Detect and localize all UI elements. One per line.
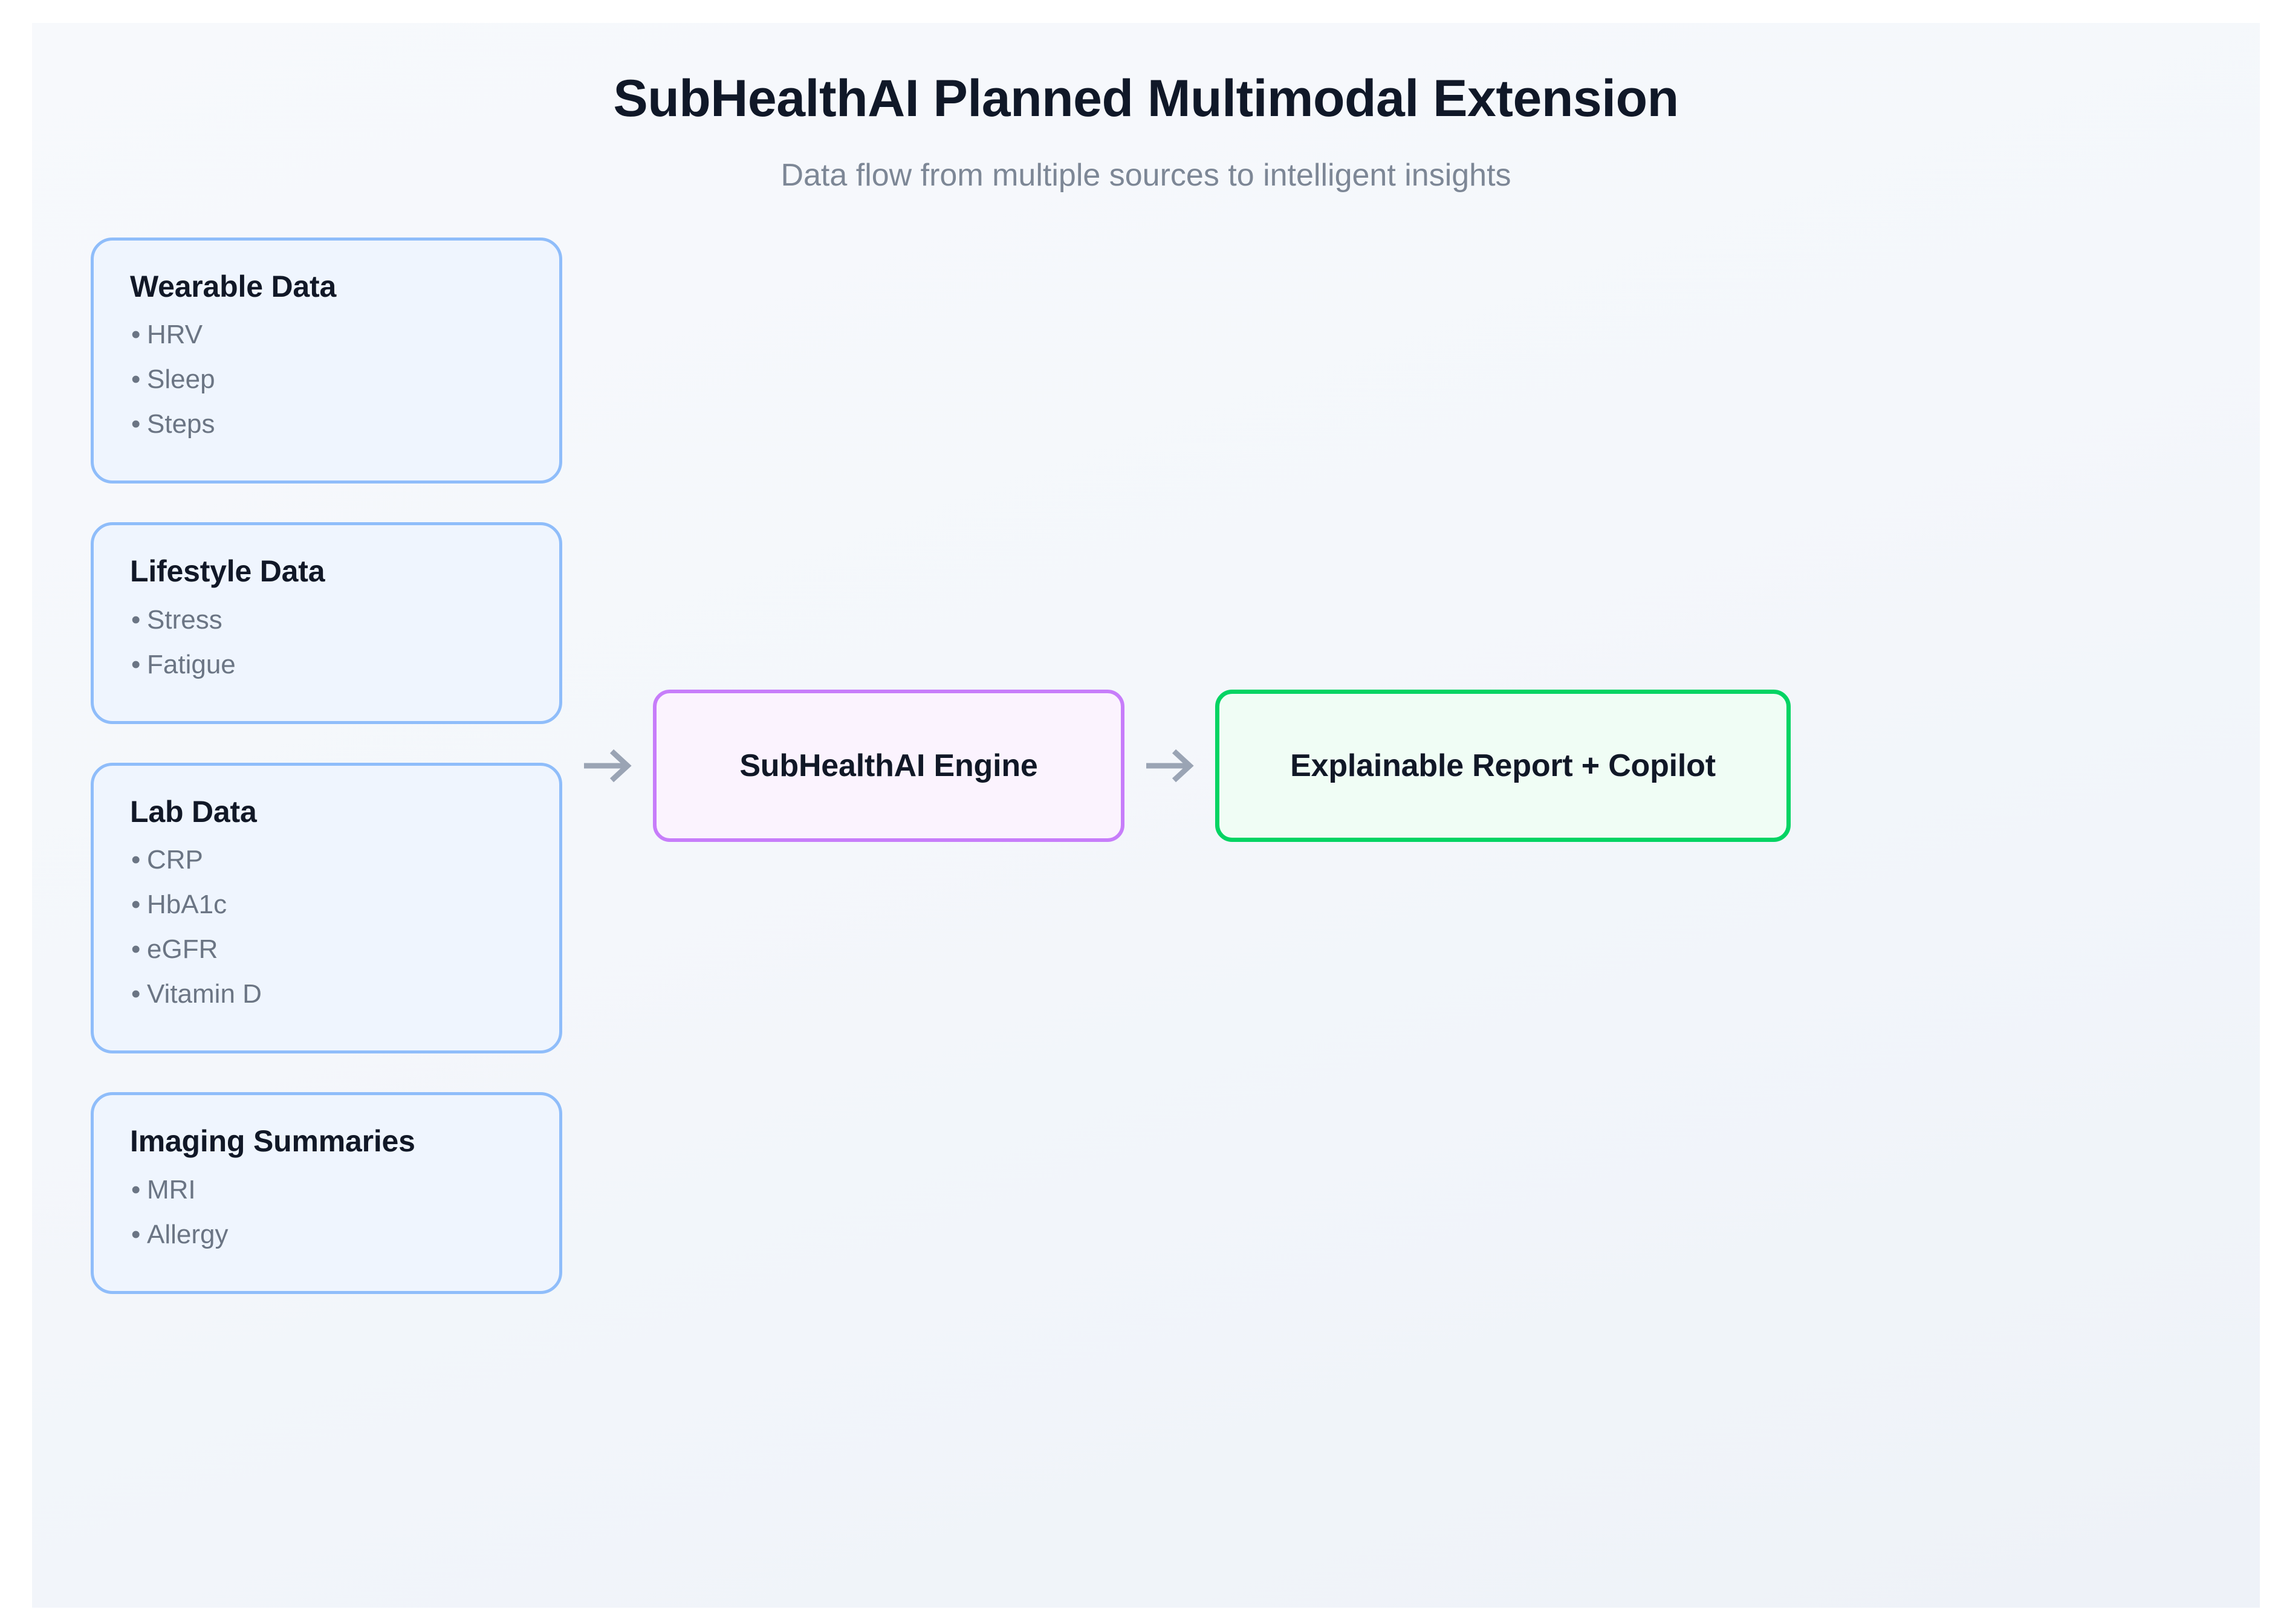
flow-diagram: Wearable Data •HRV •Sleep •Steps Lifesty… [32, 237, 2260, 1294]
bullet-icon: • [131, 890, 141, 920]
card-title: Imaging Summaries [130, 1124, 415, 1159]
list-item-label: eGFR [147, 934, 218, 965]
list-item: •MRI [130, 1168, 523, 1212]
list-item: •Vitamin D [130, 972, 523, 1017]
bullet-icon: • [131, 649, 141, 679]
list-item: •Steps [130, 402, 523, 447]
list-item-label: Fatigue [147, 649, 236, 679]
card-item-list: •Stress •Fatigue [130, 598, 523, 687]
list-item: •HRV [130, 312, 523, 357]
engine-node[interactable]: SubHealthAI Engine [653, 689, 1124, 842]
list-item-label: Sleep [147, 364, 215, 395]
arrow-right-icon [584, 749, 632, 783]
list-item: •eGFR [130, 927, 523, 972]
list-item-label: HRV [147, 320, 203, 350]
list-item-label: MRI [147, 1174, 196, 1205]
diagram-canvas: SubHealthAI Planned Multimodal Extension… [32, 23, 2260, 1608]
bullet-icon: • [131, 364, 141, 395]
bullet-icon: • [131, 409, 141, 439]
list-item: •CRP [130, 838, 523, 882]
list-item: •Allergy [130, 1212, 523, 1257]
bullet-icon: • [131, 845, 141, 875]
source-card-lifestyle-data[interactable]: Lifestyle Data •Stress •Fatigue [91, 522, 562, 724]
card-title: Lab Data [130, 794, 257, 829]
bullet-icon: • [131, 979, 141, 1009]
bullet-icon: • [131, 1219, 141, 1249]
output-label: Explainable Report + Copilot [1290, 748, 1716, 783]
list-item: •Sleep [130, 357, 523, 402]
list-item-label: HbA1c [147, 890, 227, 920]
bullet-icon: • [131, 320, 141, 350]
card-item-list: •MRI •Allergy [130, 1168, 523, 1257]
source-card-wearable-data[interactable]: Wearable Data •HRV •Sleep •Steps [91, 237, 562, 484]
list-item-label: Vitamin D [147, 979, 262, 1009]
arrow-right-icon [1146, 749, 1194, 783]
card-item-list: •HRV •Sleep •Steps [130, 312, 523, 447]
card-title: Lifestyle Data [130, 554, 325, 589]
bullet-icon: • [131, 604, 141, 635]
output-node[interactable]: Explainable Report + Copilot [1215, 689, 1791, 842]
source-card-lab-data[interactable]: Lab Data •CRP •HbA1c •eGFR •Vitamin D [91, 762, 562, 1054]
list-item-label: Allergy [147, 1219, 229, 1249]
source-card-imaging-summaries[interactable]: Imaging Summaries •MRI •Allergy [91, 1092, 562, 1294]
list-item-label: CRP [147, 845, 203, 875]
diagram-header: SubHealthAI Planned Multimodal Extension… [32, 23, 2260, 194]
list-item-label: Stress [147, 604, 222, 635]
engine-label: SubHealthAI Engine [739, 748, 1038, 783]
source-card-column: Wearable Data •HRV •Sleep •Steps Lifesty… [91, 237, 562, 1294]
card-title: Wearable Data [130, 269, 337, 303]
arrow-sources-to-engine [562, 744, 653, 788]
list-item: •Stress [130, 598, 523, 642]
page-subtitle: Data flow from multiple sources to intel… [780, 157, 1511, 193]
bullet-icon: • [131, 934, 141, 965]
card-item-list: •CRP •HbA1c •eGFR •Vitamin D [130, 838, 523, 1017]
bullet-icon: • [131, 1174, 141, 1205]
list-item-label: Steps [147, 409, 215, 439]
arrow-engine-to-output [1124, 744, 1215, 788]
list-item: •HbA1c [130, 882, 523, 927]
list-item: •Fatigue [130, 642, 523, 687]
page-title: SubHealthAI Planned Multimodal Extension [613, 70, 1679, 128]
